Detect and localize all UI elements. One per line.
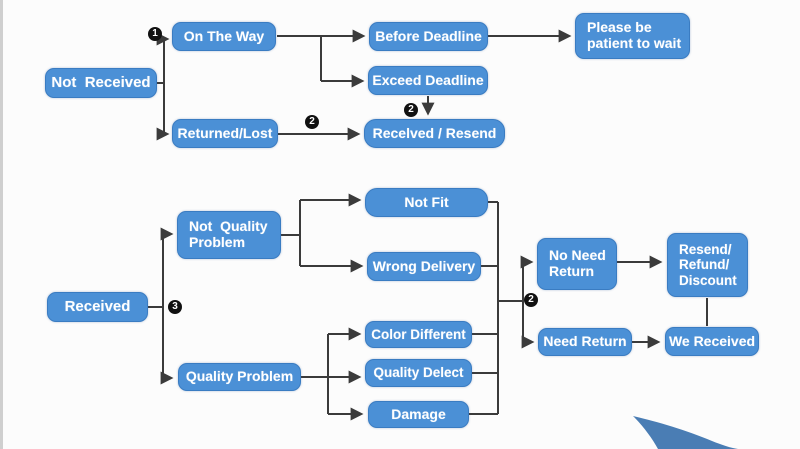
- step-1-marker-icon: 1: [148, 27, 162, 41]
- step-2-marker-returned-icon: 2: [305, 115, 319, 129]
- node-wrong-delivery: Wrong Delivery: [367, 252, 481, 281]
- node-quality-problem: Quality Problem: [178, 363, 301, 391]
- node-please-be-patient: Please be patient to wait: [575, 13, 690, 59]
- node-color-different: Color Different: [365, 321, 472, 348]
- node-received-resend: Recelved / Resend: [364, 119, 505, 148]
- node-no-need-return: No Need Return: [537, 238, 617, 290]
- left-edge-strip: [0, 0, 3, 449]
- step-2-marker-return-branch-icon: 2: [524, 293, 538, 307]
- node-need-return: Need Return: [538, 328, 632, 356]
- node-damage: Damage: [368, 401, 469, 428]
- node-resend-refund-discount: Resend/ Refund/ Discount: [667, 233, 748, 297]
- node-exceed-deadline: Exceed Deadline: [368, 66, 488, 95]
- node-not-quality-problem: Not Quality Problem: [177, 211, 281, 259]
- step-3-marker-icon: 3: [168, 300, 182, 314]
- node-quality-delect: Quality Delect: [365, 359, 472, 387]
- node-not-received: Not Received: [45, 68, 157, 98]
- node-returned-lost: Returned/Lost: [172, 119, 278, 148]
- swoosh-decoration: [633, 416, 738, 449]
- node-on-the-way: On The Way: [172, 22, 276, 51]
- step-2-marker-exceed-icon: 2: [404, 103, 418, 117]
- node-not-fit: Not Fit: [365, 188, 488, 217]
- node-before-deadline: Before Deadline: [369, 22, 488, 51]
- node-received: Received: [47, 292, 148, 322]
- node-we-received: We Received: [665, 327, 759, 356]
